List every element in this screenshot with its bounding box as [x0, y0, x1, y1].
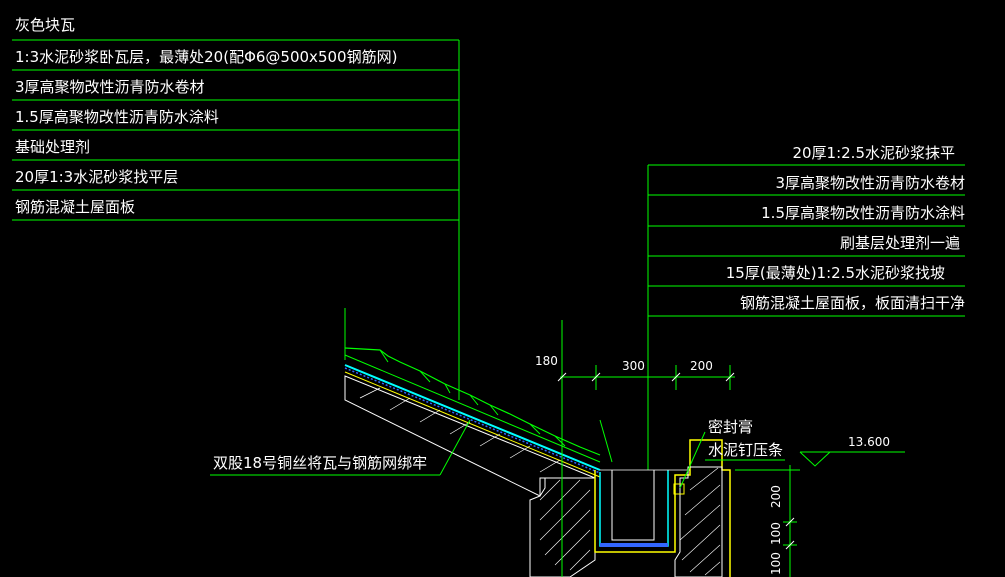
membrane-cyan — [344, 364, 601, 471]
left-callout-text: 20厚1:3水泥砂浆找平层 — [15, 168, 178, 186]
sealant-note: 密封膏 — [708, 418, 753, 436]
left-callout: 灰色块瓦 1:3水泥砂浆卧瓦层，最薄处20(配Φ6@500x500钢筋网) 3厚… — [12, 16, 460, 400]
wire-note-leader — [439, 419, 471, 476]
right-callout-text: 刷基层处理剂一遍 — [840, 234, 960, 252]
right-callout-text: 钢筋混凝土屋面板，板面清扫干净 — [740, 294, 965, 312]
nail-note: 水泥钉压条 — [708, 441, 783, 459]
elevation-label: 13.600 — [848, 435, 890, 449]
wire-note-group: 双股18号铜丝将瓦与钢筋网绑牢 — [210, 419, 471, 476]
gutter-trough-membrane — [599, 470, 669, 547]
left-callout-text: 基础处理剂 — [15, 138, 90, 156]
right-callout-text: 3厚高聚物改性沥青防水卷材 — [775, 174, 965, 192]
dim-100: 100 — [769, 522, 783, 545]
tile-laps — [379, 349, 566, 447]
elevation-marker — [799, 451, 831, 467]
roof-tiles-lower — [344, 354, 601, 463]
right-callout-text: 20厚1:2.5水泥砂浆抹平 — [792, 144, 955, 162]
sealant-block — [673, 483, 685, 495]
left-callout-text: 钢筋混凝土屋面板 — [15, 198, 135, 216]
dim-200-top: 200 — [690, 359, 713, 373]
gutter-trough-screed — [594, 439, 731, 577]
gutter-bottom-fill — [600, 543, 668, 547]
sealant-note-group: 密封膏 水泥钉压条 — [705, 418, 785, 461]
left-callout-text: 1.5厚高聚物改性沥青防水涂料 — [15, 108, 219, 126]
left-callout-text: 3厚高聚物改性沥青防水卷材 — [15, 78, 205, 96]
left-wall-hatch — [539, 479, 591, 571]
dim-300: 300 — [622, 359, 645, 373]
right-callout-text: 15厚(最薄处)1:2.5水泥砂浆找坡 — [726, 264, 945, 282]
sealant-leader — [679, 431, 706, 489]
dim-200-right: 200 — [769, 485, 783, 508]
gutter-trough-inner — [611, 470, 655, 541]
right-wall-hatch — [679, 467, 721, 576]
wire-note: 双股18号铜丝将瓦与钢筋网绑牢 — [213, 454, 427, 472]
membrane-blue — [344, 367, 601, 474]
tile-end — [599, 419, 613, 463]
dim-180: 180 — [535, 354, 558, 368]
screed-yellow — [344, 371, 601, 478]
dimensions — [557, 320, 905, 577]
gutter-section — [529, 431, 731, 577]
slab-hatch — [359, 387, 561, 473]
dim-100b: 100 — [769, 552, 783, 575]
right-callout: 20厚1:2.5水泥砂浆抹平 3厚高聚物改性沥青防水卷材 1.5厚高聚物改性沥青… — [647, 144, 965, 470]
right-callout-text: 1.5厚高聚物改性沥青防水涂料 — [761, 204, 965, 222]
left-callout-text: 1:3水泥砂浆卧瓦层，最薄处20(配Φ6@500x500钢筋网) — [15, 48, 397, 66]
gutter-right-wall — [674, 466, 723, 577]
left-callout-text: 灰色块瓦 — [15, 16, 75, 34]
